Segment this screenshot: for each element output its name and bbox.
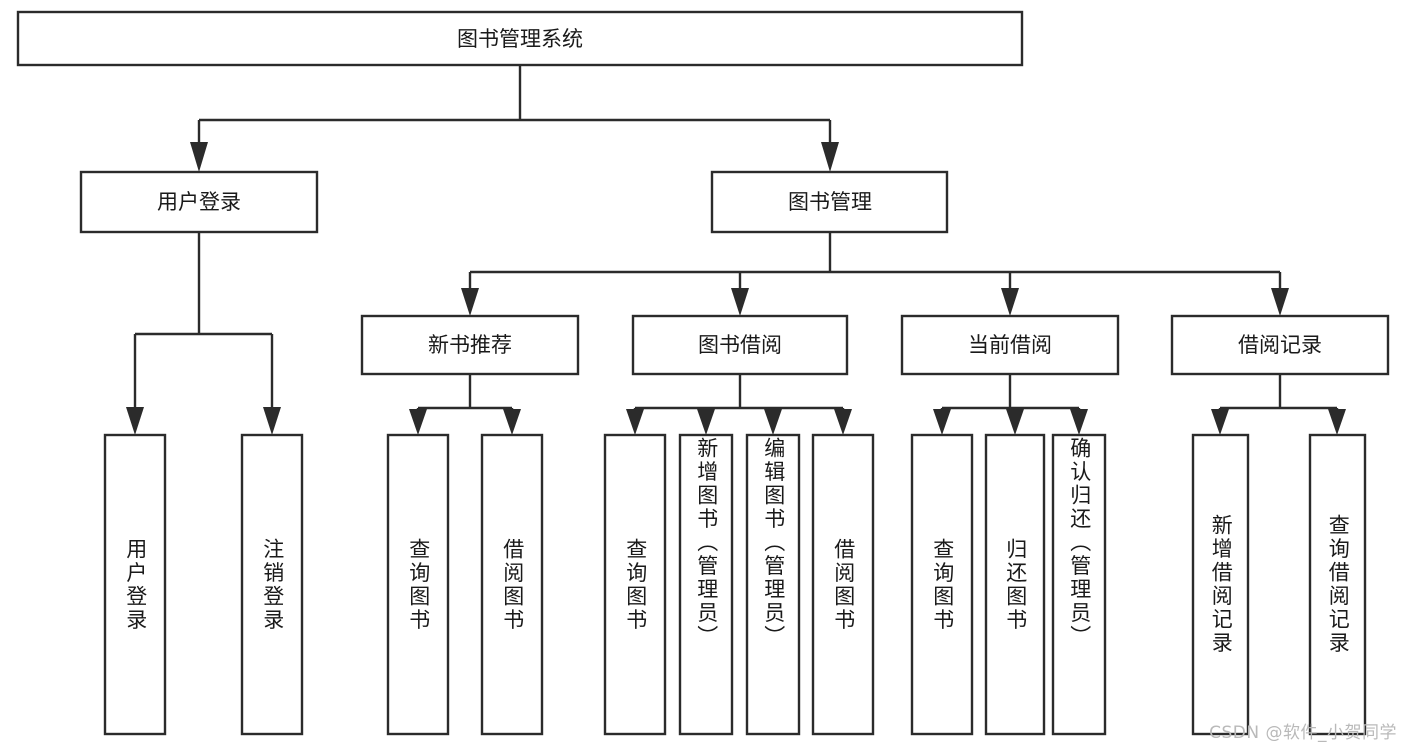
arrow-to-leaf-add-borrow-record <box>1211 409 1229 435</box>
connector-book-borrow-trunk <box>633 374 845 414</box>
connector-new-book-recommend-trunk <box>416 374 514 414</box>
arrow-to-leaf-query-book-borrow <box>626 409 644 435</box>
leaf-return-book-box[interactable] <box>984 433 1046 736</box>
node-book-borrow[interactable]: 图书借阅 <box>631 314 849 376</box>
node-borrow-record[interactable]: 借阅记录 <box>1170 314 1390 376</box>
arrow-to-leaf-logout-login <box>263 407 281 435</box>
node-book-manage-label: 图书管理 <box>788 190 872 214</box>
arrow-to-leaf-confirm-return-admin <box>1070 409 1088 435</box>
node-borrow-record-label: 借阅记录 <box>1238 333 1322 357</box>
arrow-to-leaf-add-book-admin <box>697 409 715 435</box>
connector-borrow-record-trunk <box>1218 374 1339 414</box>
node-root-box[interactable] <box>16 10 1024 67</box>
leaf-query-book-recommend-box[interactable] <box>386 433 450 736</box>
node-new-book-recommend[interactable]: 新书推荐 <box>360 314 580 376</box>
node-new-book-recommend-box[interactable] <box>360 314 580 376</box>
node-root-label: 图书管理系统 <box>457 27 583 51</box>
node-user-login-box[interactable] <box>79 170 319 234</box>
node-book-borrow-label: 图书借阅 <box>698 333 782 357</box>
connector-layer <box>126 65 1346 435</box>
leaf-user-login-box[interactable] <box>103 433 167 736</box>
leaf-edit-book-admin-box[interactable] <box>745 433 801 736</box>
node-book-manage[interactable]: 图书管理 <box>710 170 949 234</box>
csdn-watermark: CSDN @软件_小贺同学 <box>1209 723 1397 743</box>
arrow-to-leaf-user-login <box>126 407 144 435</box>
arrow-to-leaf-query-borrow-record <box>1328 409 1346 435</box>
arrow-to-new-book-recommend <box>461 288 479 316</box>
node-current-borrow-label: 当前借阅 <box>968 333 1052 357</box>
leaf-query-borrow-record-box[interactable] <box>1308 433 1367 736</box>
connector-current-borrow-trunk <box>940 374 1081 414</box>
connector-book-manage-trunk <box>468 232 1282 292</box>
arrow-to-current-borrow <box>1001 288 1019 316</box>
leaf-box-layer <box>103 433 1367 736</box>
arrow-to-book-manage <box>821 142 839 172</box>
node-new-book-recommend-label: 新书推荐 <box>428 333 512 357</box>
node-book-borrow-box[interactable] <box>631 314 849 376</box>
node-book-manage-box[interactable] <box>710 170 949 234</box>
node-current-borrow-box[interactable] <box>900 314 1120 376</box>
arrow-to-leaf-query-book-current <box>933 409 951 435</box>
arrow-to-leaf-return-book <box>1006 409 1024 435</box>
arrow-to-leaf-query-book-recommend <box>409 409 427 435</box>
arrow-to-leaf-borrow-book-borrow <box>834 409 852 435</box>
node-user-login-label: 用户登录 <box>157 190 241 214</box>
leaf-borrow-book-recommend-box[interactable] <box>480 433 544 736</box>
leaf-confirm-return-admin-box[interactable] <box>1051 433 1107 736</box>
arrow-to-leaf-borrow-book-recommend <box>503 409 521 435</box>
node-borrow-record-box[interactable] <box>1170 314 1390 376</box>
connector-root-trunk <box>197 65 832 146</box>
leaf-add-borrow-record-box[interactable] <box>1191 433 1250 736</box>
leaf-add-book-admin-box[interactable] <box>678 433 734 736</box>
leaf-query-book-current-box[interactable] <box>910 433 974 736</box>
connector-user-login-trunk <box>133 232 274 410</box>
arrow-to-user-login <box>190 142 208 172</box>
leaf-logout-login-box[interactable] <box>240 433 304 736</box>
arrow-to-book-borrow <box>731 288 749 316</box>
node-root[interactable]: 图书管理系统 <box>16 10 1024 67</box>
leaf-query-book-borrow-box[interactable] <box>603 433 667 736</box>
arrow-to-borrow-record <box>1271 288 1289 316</box>
arrow-to-leaf-edit-book-admin <box>764 409 782 435</box>
node-user-login[interactable]: 用户登录 <box>79 170 319 234</box>
node-current-borrow[interactable]: 当前借阅 <box>900 314 1120 376</box>
leaf-borrow-book-borrow-box[interactable] <box>811 433 875 736</box>
